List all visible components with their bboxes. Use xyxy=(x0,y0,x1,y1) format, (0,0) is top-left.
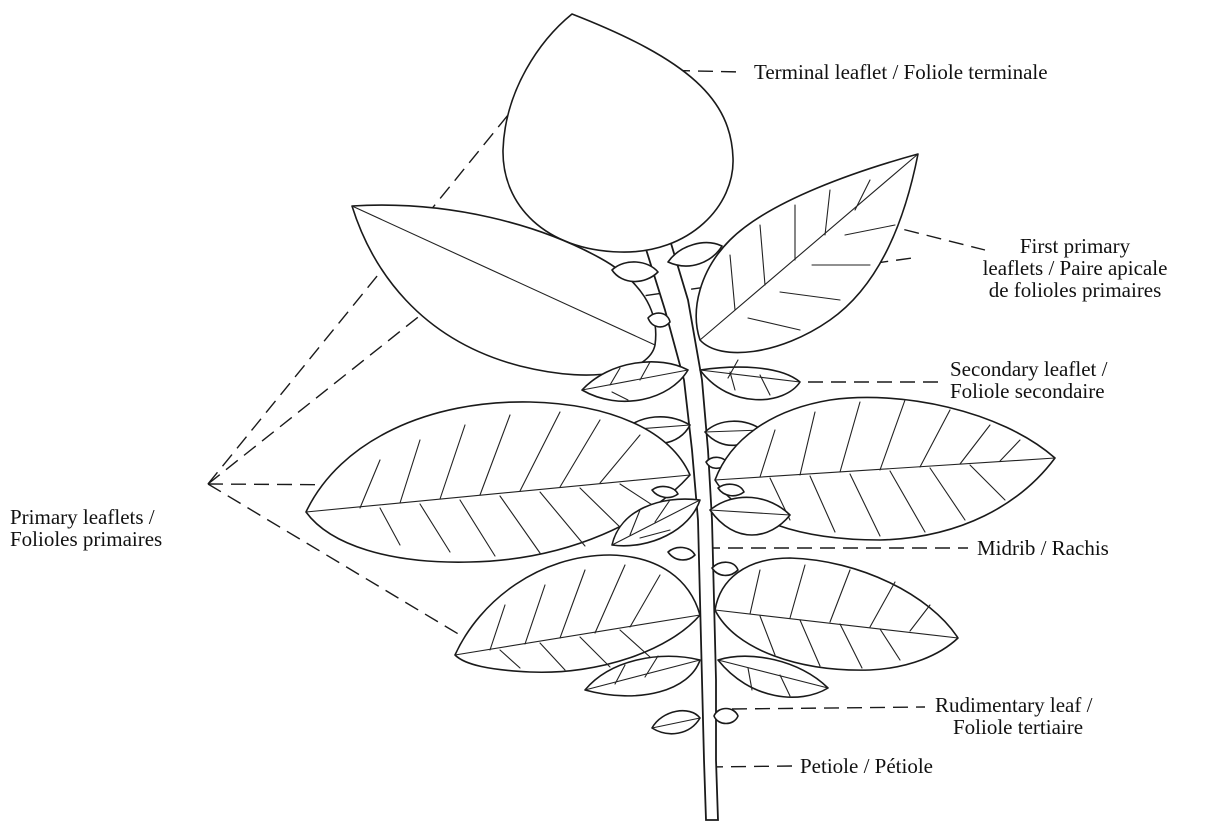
label-secondary-line1: Secondary leaflet / xyxy=(950,358,1107,380)
label-first-primary-leaflets: First primary leaflets / Paire apicale d… xyxy=(930,235,1220,301)
primary-leaflet-right-lower xyxy=(715,558,958,670)
label-petiole: Petiole / Pétiole xyxy=(800,755,933,777)
label-secondary-line2: Foliole secondaire xyxy=(950,380,1107,402)
label-first-primary-line3: de folioles primaires xyxy=(930,279,1220,301)
label-rudimentary-line2: Foliole tertiaire xyxy=(935,716,1092,738)
label-first-primary-line2: leaflets / Paire apicale xyxy=(930,257,1220,279)
label-rudimentary-line1: Rudimentary leaf / xyxy=(935,694,1092,716)
rudimentary-leaves xyxy=(652,709,738,734)
leader-rudimentary xyxy=(732,707,925,709)
primary-leaflet-left-lower xyxy=(455,555,700,672)
label-primary-leaflets: Primary leaflets / Folioles primaires xyxy=(10,506,162,550)
label-rudimentary-leaf: Rudimentary leaf / Foliole tertiaire xyxy=(935,694,1092,738)
label-terminal-leaflet: Terminal leaflet / Foliole terminale xyxy=(754,61,1048,83)
label-secondary-leaflet: Secondary leaflet / Foliole secondaire xyxy=(950,358,1107,402)
terminal-leaflet xyxy=(503,14,733,252)
label-first-primary-line1: First primary xyxy=(930,235,1220,257)
label-primary-line2: Folioles primaires xyxy=(10,528,162,550)
leader-petiole xyxy=(708,766,792,767)
label-midrib: Midrib / Rachis xyxy=(977,537,1109,559)
label-primary-line1: Primary leaflets / xyxy=(10,506,162,528)
